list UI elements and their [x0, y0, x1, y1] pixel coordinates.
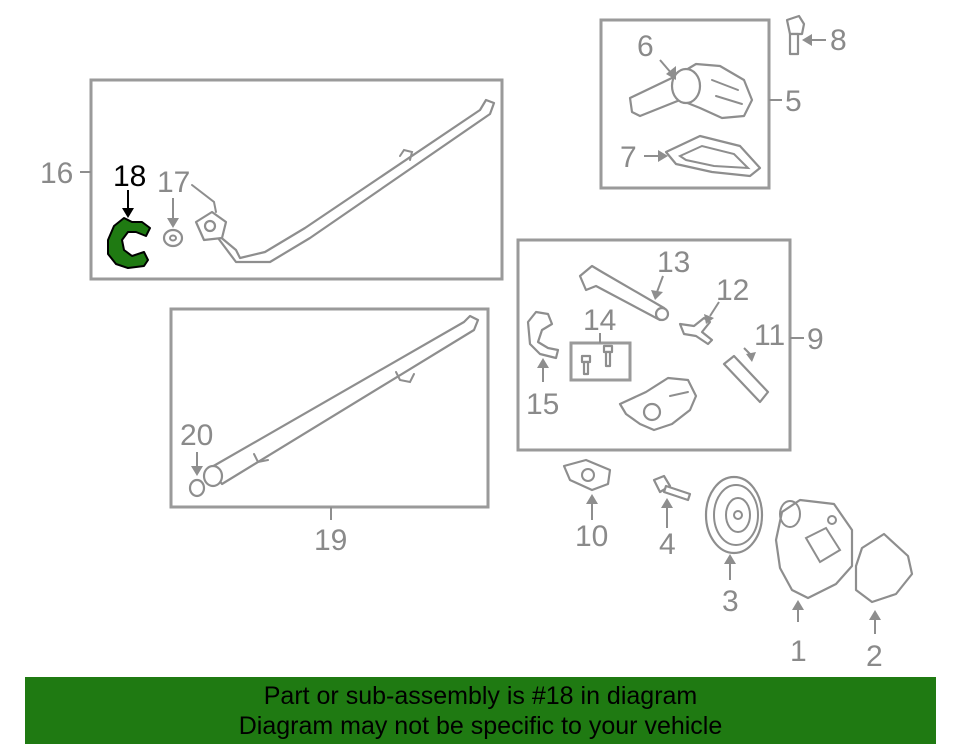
pulley-part-3[interactable]	[704, 475, 764, 555]
hose-part-18-highlighted[interactable]	[107, 217, 151, 269]
washer-part-20[interactable]	[188, 478, 206, 498]
hose-part-11[interactable]	[722, 354, 770, 404]
callout-19[interactable]: 19	[314, 524, 347, 557]
callout-7[interactable]: 7	[620, 141, 637, 174]
callout-6[interactable]: 6	[637, 30, 654, 63]
callout-9[interactable]: 9	[807, 323, 824, 356]
info-banner: Part or sub-assembly is #18 in diagram D…	[25, 677, 936, 744]
assembly-box-16	[89, 78, 504, 281]
callout-3[interactable]: 3	[722, 585, 739, 618]
gasket-part-10[interactable]	[562, 458, 612, 492]
assembly-box-9	[516, 238, 792, 452]
banner-line-2: Diagram may not be specific to your vehi…	[238, 712, 723, 740]
assembly-box-5	[599, 18, 771, 190]
callout-17[interactable]: 17	[157, 166, 190, 199]
washer-part-17[interactable]	[162, 228, 184, 248]
elbow-hose-part-15[interactable]	[526, 310, 560, 360]
callout-4[interactable]: 4	[659, 528, 676, 561]
callout-12[interactable]: 12	[716, 274, 749, 307]
assembly-box-19	[169, 307, 490, 509]
tee-fitting-part-12[interactable]	[678, 316, 714, 346]
callout-16[interactable]: 16	[40, 157, 73, 190]
exploded-parts-diagram: 16 17 18 19 20 5 6	[40, 14, 914, 673]
callout-15[interactable]: 15	[526, 388, 559, 421]
outlet-housing-part[interactable]	[618, 376, 698, 432]
callout-10[interactable]: 10	[575, 520, 608, 553]
callout-1[interactable]: 1	[790, 635, 807, 668]
leader-12	[709, 301, 720, 317]
callout-2[interactable]: 2	[866, 640, 883, 673]
banner-line-1: Part or sub-assembly is #18 in diagram	[263, 682, 698, 710]
gasket-part-2[interactable]	[854, 532, 914, 604]
bolt-group-box-14	[569, 341, 632, 382]
pipe-part-13[interactable]	[578, 264, 670, 322]
housing-part-6[interactable]	[628, 62, 754, 120]
callout-11[interactable]: 11	[754, 319, 785, 352]
gasket-part-7[interactable]	[664, 134, 762, 178]
pipe-part-16[interactable]	[191, 98, 496, 264]
callout-5[interactable]: 5	[785, 85, 802, 118]
callout-14[interactable]: 14	[583, 304, 616, 337]
callout-13[interactable]: 13	[657, 246, 690, 279]
bolt-part-8[interactable]	[785, 14, 806, 56]
bolts-part-14[interactable]	[580, 344, 614, 376]
water-pump-part-1[interactable]	[774, 498, 854, 600]
leader-13	[656, 275, 664, 293]
callout-8[interactable]: 8	[830, 24, 847, 57]
callout-18[interactable]: 18	[113, 160, 146, 193]
bolt-part-4[interactable]	[652, 474, 692, 502]
pipe-part-19[interactable]	[202, 314, 480, 488]
callout-20[interactable]: 20	[180, 419, 213, 452]
